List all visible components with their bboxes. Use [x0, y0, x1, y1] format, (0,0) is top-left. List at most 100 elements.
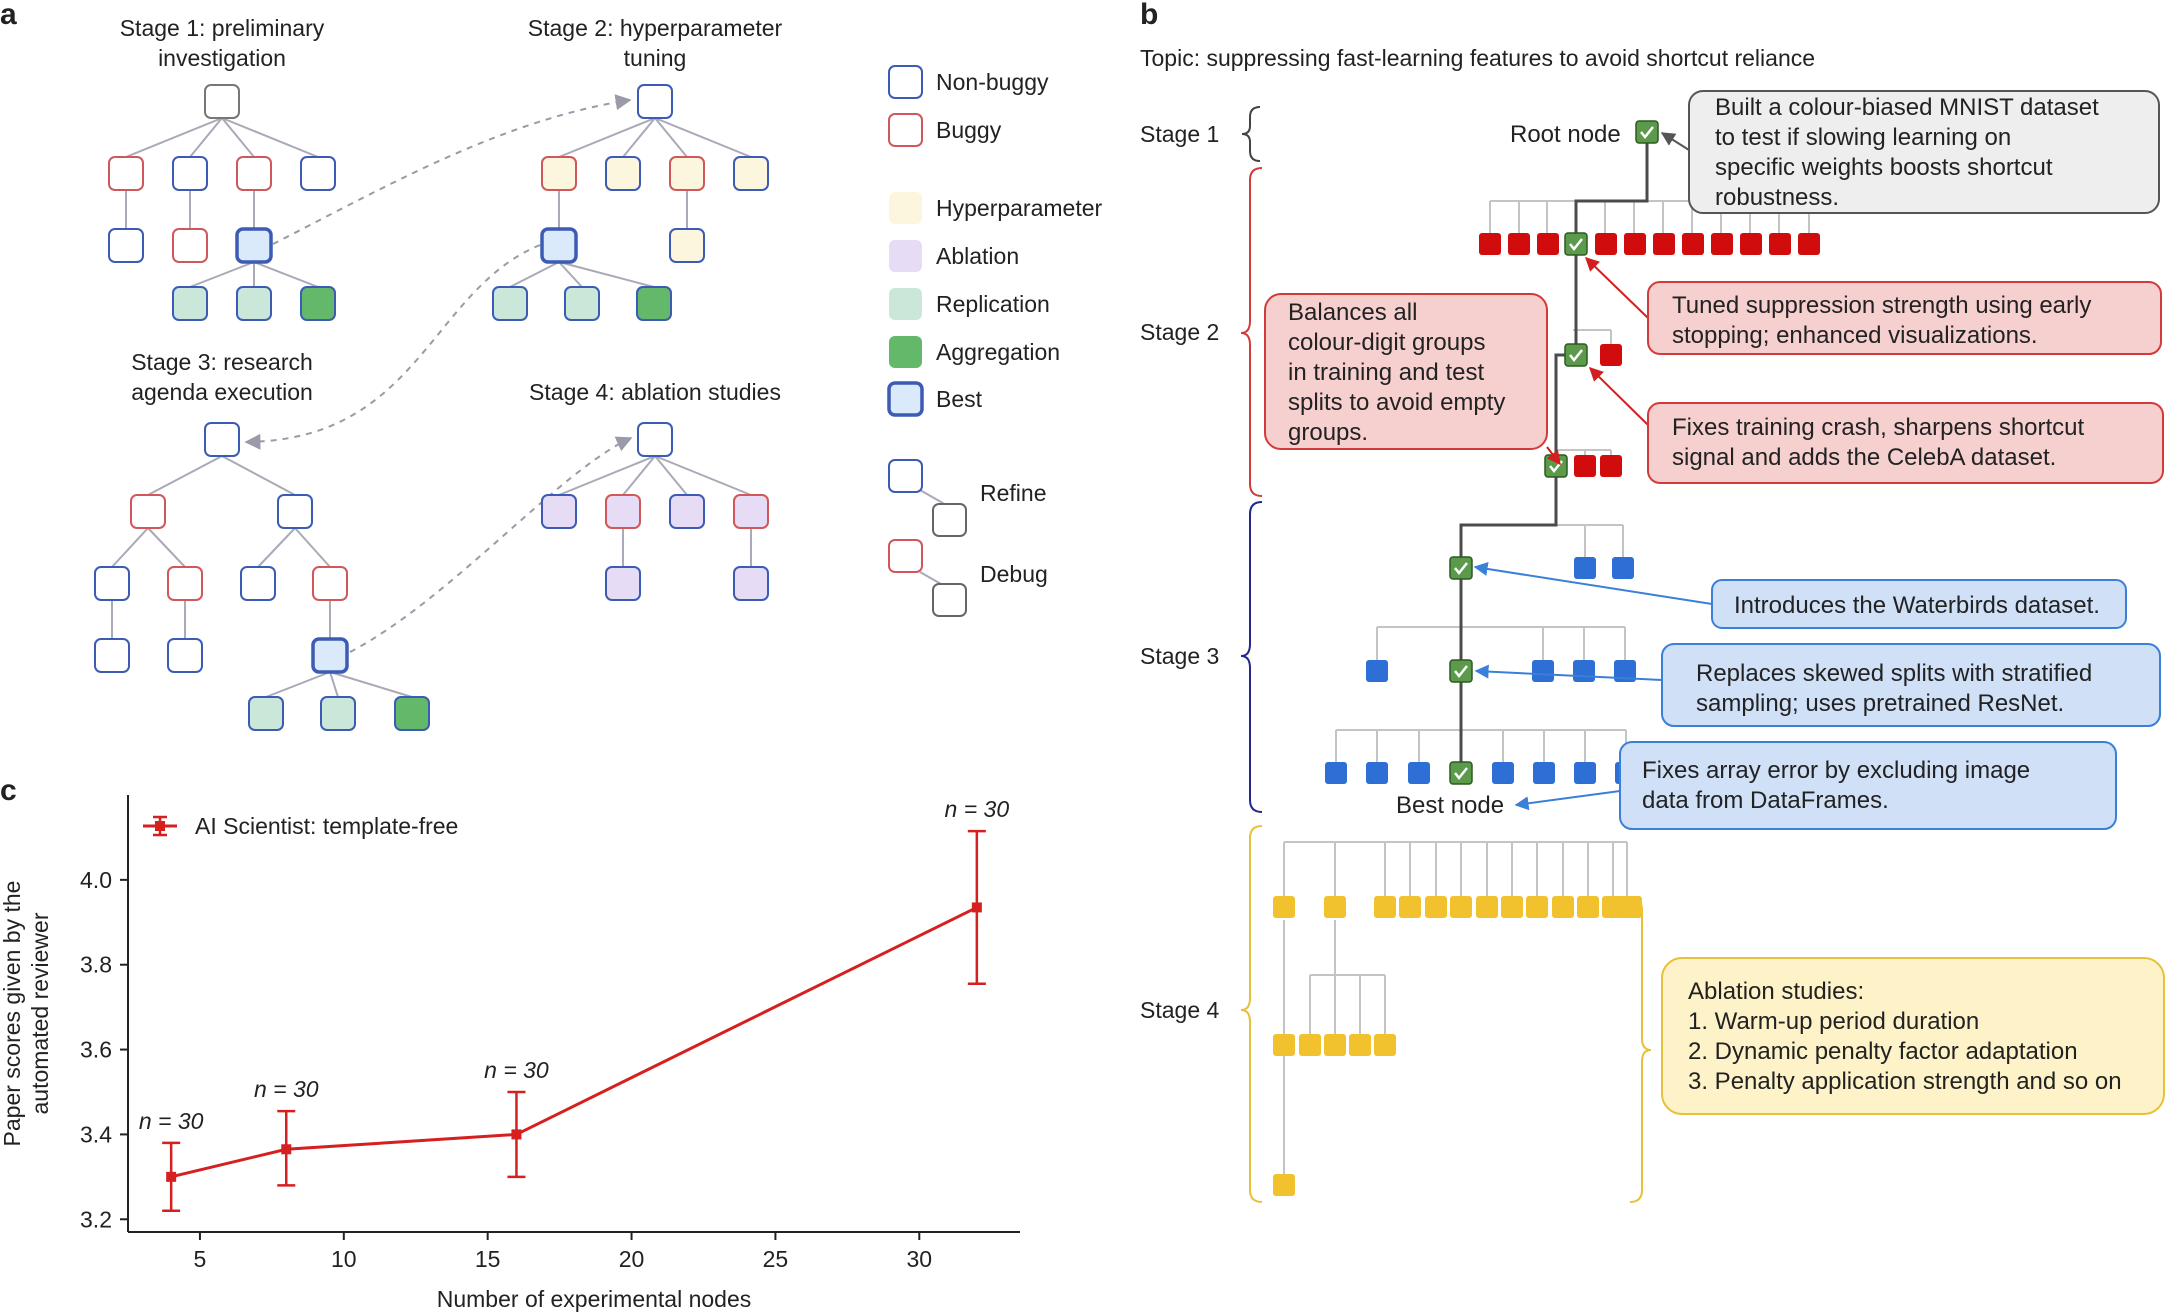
series-line [170, 906, 978, 1179]
buggy-node [1740, 233, 1762, 255]
tree-node [669, 228, 705, 263]
legend-hyperparameter: Hyperparameter [936, 195, 1103, 221]
annotation-balances-line2: colour-digit groups [1288, 329, 1485, 356]
stage2-title-line1: Stage 2: hyperparameter [528, 15, 783, 41]
panel-a: a Stage 1: preliminary investigation Sta… [0, 0, 1103, 731]
data-point [971, 902, 982, 913]
annotation-array-error-line2: data from DataFrames. [1642, 787, 1889, 814]
stage4-node [1273, 896, 1295, 918]
annotation-balances-line4: splits to avoid empty [1288, 389, 1505, 416]
panel-a-nodes [94, 84, 769, 731]
stage3-node [1366, 762, 1388, 784]
annotation-root-line4: robustness. [1715, 184, 1839, 211]
tree-node [130, 494, 166, 529]
legend-swatch-refine-child [932, 503, 967, 537]
stage3-node [1532, 660, 1554, 682]
y-axis-label-line2: automated reviewer [27, 912, 53, 1114]
stage3-title-line2: agenda execution [131, 379, 313, 405]
annotation-root-line1: Built a colour-biased MNIST dataset [1715, 94, 2099, 121]
annotation-root-line2: to test if slowing learning on [1715, 124, 2011, 151]
annotation-tuned: Tuned suppression strength using early s… [1647, 281, 2162, 355]
y-tick-label: 3.8 [80, 952, 112, 978]
stage4-node [1450, 896, 1472, 918]
annotation-tuned-line1: Tuned suppression strength using early [1672, 292, 2091, 319]
stage3-node [1325, 762, 1347, 784]
legend-debug: Debug [980, 561, 1048, 587]
buggy-node [1682, 233, 1704, 255]
annotation-tuned-line2: stopping; enhanced visualizations. [1672, 322, 2038, 349]
annotation-balances-line5: groups. [1288, 419, 1368, 446]
legend-swatch-buggy [888, 113, 923, 147]
stage1-title-line2: investigation [158, 45, 286, 71]
stage-label-2: Stage 2 [1140, 319, 1219, 345]
tree-node [94, 566, 130, 601]
annotation-array-error: Fixes array error by excluding image dat… [1619, 741, 2117, 830]
tree-node [733, 566, 769, 601]
panel-b: b Topic: suppressing fast-learning featu… [1140, 0, 2165, 1203]
check-node-best [1449, 761, 1473, 785]
tree-node [172, 286, 208, 321]
buggy-node [1600, 344, 1622, 366]
stage3-node [1366, 660, 1388, 682]
stage4-node [1299, 1034, 1321, 1056]
stage4-title: Stage 4: ablation studies [529, 379, 781, 405]
stage-label-1: Stage 1 [1140, 121, 1219, 147]
stage4-node [1324, 896, 1346, 918]
annotation-ablation-line4: 3. Penalty application strength and so o… [1688, 1068, 2122, 1095]
y-tick-label: 3.6 [80, 1037, 112, 1063]
tree-node [240, 566, 276, 601]
stage4-node [1476, 896, 1498, 918]
tree-node [204, 84, 240, 119]
tree-node [300, 286, 336, 321]
stage3-node [1492, 762, 1514, 784]
stage4-node [1425, 896, 1447, 918]
buggy-node [1574, 455, 1596, 477]
buggy-node [1711, 233, 1733, 255]
stage2-brace [1240, 167, 1263, 497]
data-label: n = 30 [945, 796, 1010, 822]
buggy-node [1600, 455, 1622, 477]
check-icon [1454, 562, 1468, 576]
tree-node [564, 286, 600, 321]
tree-node [733, 156, 769, 191]
data-point [281, 1144, 292, 1155]
x-tick-label: 10 [331, 1246, 357, 1272]
stage3-node [1573, 660, 1595, 682]
stage1-title-line1: Stage 1: preliminary [120, 15, 325, 41]
y-tick-label: 4.0 [80, 867, 112, 893]
buggy-node [1479, 233, 1501, 255]
legend-swatch-aggregation [889, 336, 922, 368]
annotation-fixes-crash-line1: Fixes training crash, sharpens shortcut [1672, 414, 2085, 441]
annotation-array-error-line1: Fixes array error by excluding image [1642, 757, 2030, 784]
check-icon [1454, 665, 1468, 679]
tree-node [636, 286, 672, 321]
stage4-node [1501, 896, 1523, 918]
tree-node [669, 156, 705, 191]
annotation-ablation-line2: 1. Warm-up period duration [1688, 1008, 1979, 1035]
tree-node [637, 84, 673, 119]
tree-node [320, 696, 356, 731]
legend-swatch-ablation [889, 240, 922, 272]
annotation-ablation: Ablation studies: 1. Warm-up period dura… [1661, 957, 2165, 1115]
legend-label: AI Scientist: template-free [195, 813, 458, 839]
check-node-root [1635, 120, 1659, 144]
annotation-ablation-line1: Ablation studies: [1688, 978, 1864, 1005]
buggy-node [1537, 233, 1559, 255]
stage-transitions [244, 94, 633, 653]
tree-node [167, 638, 203, 673]
tree-node [637, 422, 673, 457]
tree-node [167, 566, 203, 601]
legend-swatch-non-buggy [888, 65, 923, 99]
tree-node [394, 696, 430, 731]
panel-c-letter: c [0, 774, 17, 807]
tree-node [108, 228, 144, 263]
panel-a-tree-edges [111, 117, 949, 698]
annotation-waterbirds: Introduces the Waterbirds dataset. [1711, 579, 2127, 629]
tree-node [312, 566, 348, 601]
stage4-node [1577, 896, 1599, 918]
tree-node [669, 494, 705, 529]
tree-node [236, 286, 272, 321]
tree-node [605, 156, 641, 191]
root-node-label: Root node [1510, 121, 1621, 148]
